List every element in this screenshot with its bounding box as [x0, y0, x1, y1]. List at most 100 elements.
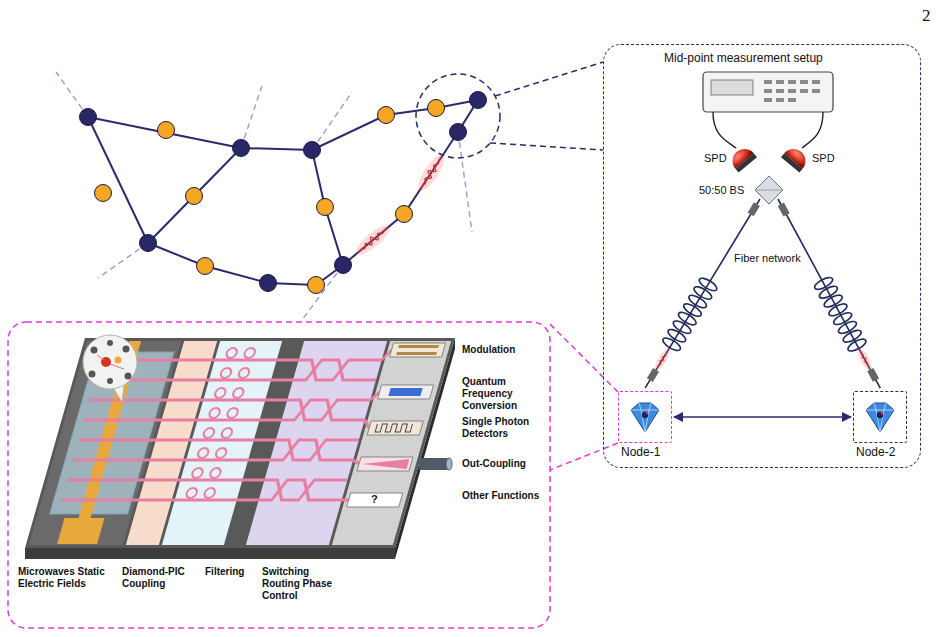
art-use: [866, 403, 894, 432]
art-use: [631, 403, 659, 432]
art-circle: [335, 257, 352, 274]
art-ellipse: [697, 276, 718, 293]
art-path: [259, 480, 348, 500]
art-use: [225, 348, 256, 358]
art-ellipse: [692, 284, 713, 301]
art-circle: [89, 371, 96, 378]
art-circle: [233, 140, 250, 157]
art-path: [293, 360, 382, 380]
art-use: [652, 347, 672, 373]
node-label: Node-2: [856, 445, 895, 459]
art-circle: [107, 340, 113, 346]
art-circle: [83, 335, 137, 389]
art-circle: [428, 100, 445, 117]
page-number: 2: [922, 6, 931, 26]
art-line: [495, 62, 603, 96]
art-circle: [317, 199, 334, 216]
art-rect: [748, 202, 760, 216]
art-line: [88, 117, 148, 243]
art-line: [85, 418, 282, 421]
detector-label: SPD: [812, 152, 835, 165]
art-polyline: [312, 150, 343, 265]
art-line: [645, 199, 760, 388]
art-ellipse: [661, 336, 682, 353]
art-rect: [419, 458, 449, 470]
art-path: [342, 498, 349, 501]
art-circle: [378, 107, 395, 124]
art-ellipse: [827, 302, 848, 319]
art-path: [375, 424, 412, 432]
art-rect: [788, 98, 796, 102]
art-rect: [788, 89, 796, 93]
art-use: [855, 346, 874, 372]
art-ellipse: [687, 293, 708, 310]
function-label: Out-Coupling: [462, 458, 546, 470]
art-rect: [764, 80, 772, 84]
art-ellipse: [666, 327, 687, 344]
art-path: [270, 440, 359, 460]
art-line: [549, 323, 618, 392]
art-ellipse: [677, 310, 698, 327]
art-circle: [260, 275, 277, 292]
art-line: [458, 132, 472, 232]
art-use: [214, 388, 245, 398]
link-arrow: [674, 416, 851, 418]
art-use: [220, 368, 251, 378]
art-ellipse: [671, 319, 692, 336]
art-circle: [416, 74, 500, 158]
art-circle: [308, 277, 325, 294]
art-ellipse: [841, 328, 862, 345]
detector-label: SPD: [704, 152, 727, 165]
art-line: [241, 86, 262, 148]
quantum-node: Node-2: [853, 391, 907, 443]
art-ellipse: [818, 284, 839, 301]
art-circle: [396, 206, 413, 223]
art-path: [282, 400, 371, 420]
art-circle: [91, 347, 98, 354]
art-rect: [800, 89, 808, 93]
art-rect: [388, 388, 422, 396]
art-line: [755, 190, 783, 191]
art-circle: [115, 357, 122, 364]
art-circle: [450, 124, 467, 141]
art-use: [208, 408, 239, 418]
art-ellipse: [832, 310, 853, 327]
art-g: [80, 92, 487, 294]
art-g: [781, 144, 810, 172]
art-rect: [764, 89, 772, 93]
art-line: [550, 443, 618, 470]
function-label: Single Photon Detectors: [462, 416, 546, 440]
art-circle: [125, 373, 132, 380]
art-rect: [347, 493, 403, 507]
art-path: [802, 112, 823, 148]
art-path: [259, 480, 348, 500]
art-rect: [778, 203, 790, 217]
art-rect: [357, 457, 413, 471]
art-rect: [711, 80, 753, 95]
art-polyline: [343, 132, 458, 265]
art-circle: [158, 122, 175, 139]
art-rect: [812, 80, 820, 84]
art-rect: [788, 80, 796, 84]
art-line: [302, 265, 343, 320]
art-ellipse: [446, 458, 452, 470]
art-g: [88, 100, 478, 285]
art-line: [148, 148, 241, 243]
art-path: [282, 400, 371, 420]
art-rect: [703, 72, 833, 112]
function-label: Modulation: [462, 344, 546, 356]
art-path: [728, 144, 754, 169]
art-path: [270, 440, 359, 460]
art-rect: [57, 518, 104, 544]
art-rect: [390, 343, 446, 357]
art-g: [728, 144, 757, 172]
art-rect: [812, 89, 820, 93]
art-use: [414, 152, 449, 195]
art-line: [98, 243, 148, 278]
art-line: [110, 364, 124, 369]
art-circle: [470, 92, 487, 109]
art-use: [185, 488, 216, 498]
